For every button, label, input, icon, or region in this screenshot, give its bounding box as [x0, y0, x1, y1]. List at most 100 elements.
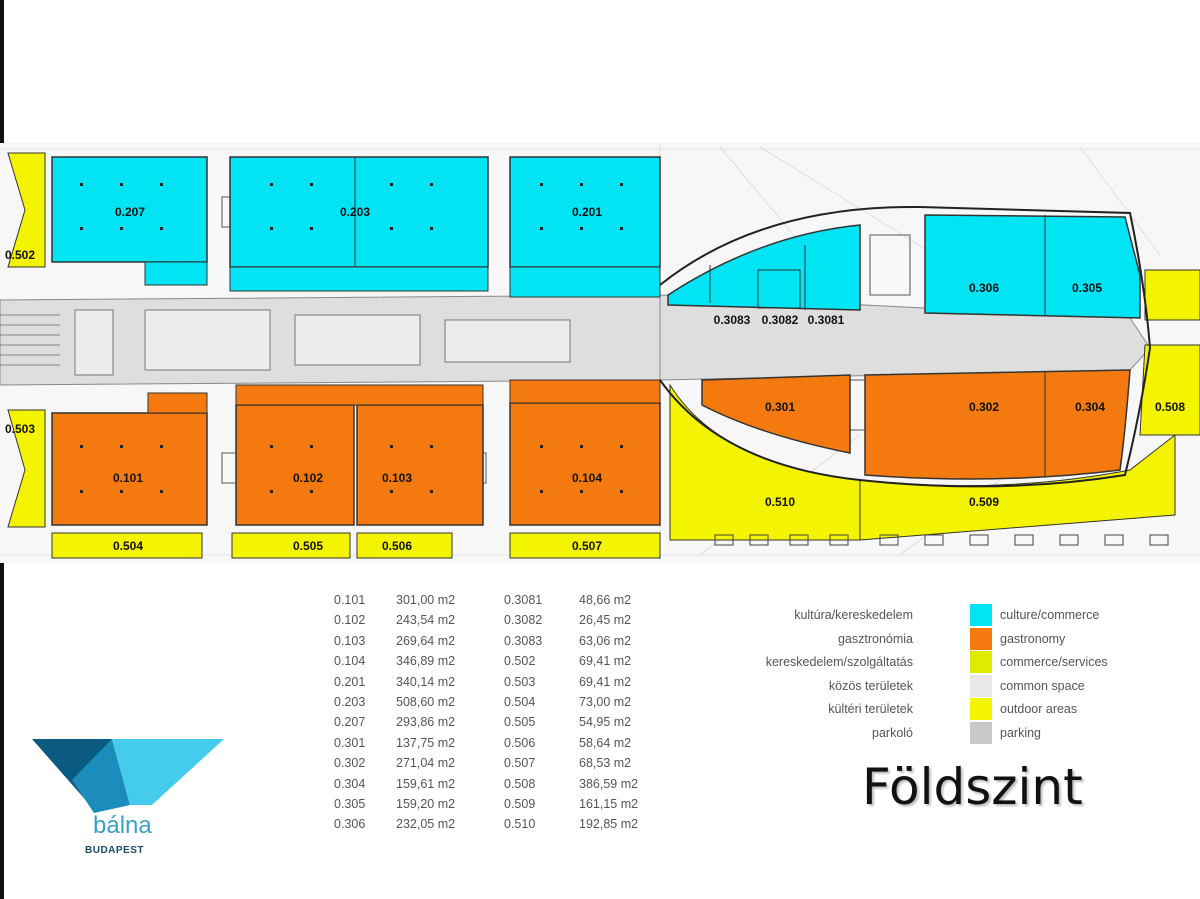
legend-swatch — [970, 674, 992, 697]
unit-0306-0305 — [924, 214, 1141, 319]
area-unit-id: 0.510 — [504, 817, 536, 832]
area-unit-id: 0.203 — [334, 695, 366, 709]
area-unit-id: 0.302 — [334, 756, 366, 771]
area-unit-id: 0.103 — [334, 633, 366, 648]
area-unit-id: 0.508 — [504, 776, 536, 791]
label-03083: 0.3083 — [714, 313, 751, 327]
unit-0503 — [7, 409, 46, 528]
unit-0103 — [356, 404, 484, 526]
legend-label-en: culture/commerce — [1000, 608, 1100, 622]
area-unit-id: 0.502 — [504, 654, 536, 669]
unit-0102-0103-ext — [235, 384, 484, 406]
area-value: 192,85 m2 — [579, 817, 639, 832]
area-value: 159,20 m2 — [396, 797, 456, 811]
area-value: 68,53 m2 — [579, 756, 632, 771]
area-value: 159,61 m2 — [396, 776, 456, 791]
area-value: 69,41 m2 — [579, 654, 632, 669]
label-0102: 0.102 — [293, 471, 323, 485]
area-value: 161,15 m2 — [579, 797, 639, 811]
area-value: 232,05 m2 — [396, 817, 456, 832]
area-unit-id: 0.305 — [334, 797, 366, 811]
legend-label-hu: parkoló — [872, 726, 913, 740]
label-0503: 0.503 — [5, 422, 35, 436]
unit-0104-ext — [509, 379, 661, 404]
area-unit-id: 0.304 — [334, 776, 366, 791]
label-0201: 0.201 — [572, 205, 602, 219]
area-value: 54,95 m2 — [579, 715, 632, 730]
area-value: 301,00 m2 — [396, 593, 456, 607]
label-0103: 0.103 — [382, 471, 412, 485]
area-unit-id: 0.507 — [504, 756, 536, 771]
logo-wordmark: bálna — [93, 812, 152, 839]
entrance-ramp — [0, 314, 60, 366]
legend-label-hu: kultúra/kereskedelem — [794, 608, 913, 622]
area-unit-id: 0.301 — [334, 735, 366, 750]
legend-swatch — [970, 627, 992, 650]
label-0304: 0.304 — [1075, 400, 1105, 414]
label-0101: 0.101 — [113, 471, 143, 485]
unit-0301 — [701, 374, 851, 454]
area-value: 137,75 m2 — [396, 735, 456, 750]
area-unit-id: 0.207 — [334, 715, 366, 730]
area-value: 293,86 m2 — [396, 715, 456, 730]
legend-label-en: parking — [1000, 726, 1041, 740]
area-unit-id: 0.3081 — [504, 593, 543, 607]
unit-0505 — [231, 532, 351, 559]
legend-label-hu: kültéri területek — [828, 702, 913, 717]
area-unit-id: 0.3083 — [504, 633, 543, 648]
unit-0508 — [1139, 344, 1200, 436]
whale-outline — [659, 205, 1152, 488]
label-0510: 0.510 — [765, 495, 795, 509]
legend-label-en: common space — [1000, 678, 1085, 693]
unit-0201 — [509, 156, 661, 268]
legend-swatch — [970, 651, 992, 674]
label-0301: 0.301 — [765, 400, 795, 414]
label-0302: 0.302 — [969, 400, 999, 414]
area-unit-id: 0.306 — [334, 817, 366, 832]
unit-0207-ext — [144, 261, 208, 286]
legend-row: közös területek common space — [780, 674, 1140, 697]
label-0502: 0.502 — [5, 248, 35, 262]
area-value: 346,89 m2 — [396, 654, 456, 669]
label-0506: 0.506 — [382, 539, 412, 553]
area-unit-id: 0.503 — [504, 674, 536, 689]
area-unit-id: 0.102 — [334, 613, 366, 628]
area-value: 386,59 m2 — [579, 776, 639, 791]
label-0104: 0.104 — [572, 471, 602, 485]
legend-swatch — [970, 604, 992, 626]
label-0507: 0.507 — [572, 539, 602, 553]
legend-label-hu: közös területek — [828, 678, 913, 693]
logo-city: BUDAPEST — [85, 845, 145, 856]
area-value: 508,60 m2 — [396, 695, 456, 709]
unit-0104 — [509, 402, 661, 526]
unit-0502 — [7, 152, 46, 268]
legend-row: parkoló parking — [780, 722, 1140, 744]
area-value: 48,66 m2 — [579, 593, 632, 607]
unit-0302-0304 — [864, 369, 1131, 480]
floor-title: Földszint — [862, 758, 1083, 816]
unit-0207 — [51, 156, 208, 263]
structural-columns — [80, 183, 623, 493]
facade-arches — [714, 534, 1169, 546]
label-0207: 0.207 — [115, 205, 145, 219]
unit-labels: 0.207 0.203 0.201 0.306 0.305 0.3083 0.3… — [5, 205, 1185, 553]
label-0508: 0.508 — [1155, 400, 1185, 414]
area-value: 73,00 m2 — [579, 695, 632, 709]
outdoor-east-top — [1144, 269, 1200, 321]
unit-0102 — [235, 404, 355, 526]
legend-swatch — [970, 698, 992, 721]
unit-0507 — [509, 532, 661, 559]
label-0505: 0.505 — [293, 539, 323, 553]
area-value: 243,54 m2 — [396, 613, 456, 628]
unit-0201-ext — [509, 266, 661, 298]
unit-0101-ext — [147, 392, 208, 414]
area-unit-id: 0.505 — [504, 715, 536, 730]
unit-0203 — [229, 156, 489, 268]
unit-0308x — [667, 224, 861, 311]
area-value: 63,06 m2 — [579, 633, 632, 648]
legend-label-en: gastronomy — [1000, 631, 1066, 646]
legend-swatch — [970, 722, 992, 744]
area-value: 69,41 m2 — [579, 674, 632, 689]
logo-wing-right — [112, 739, 224, 805]
